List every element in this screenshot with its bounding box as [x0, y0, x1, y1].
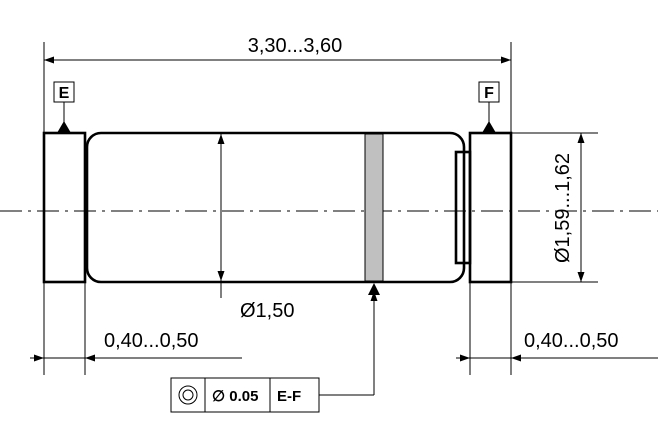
tolerance-leader-arrowhead — [368, 283, 380, 295]
tolerance-frame: ∅ 0.05 E-F — [170, 377, 320, 413]
left-width-label: 0,40...0,50 — [104, 330, 199, 352]
main-diameter-label: Ø1,50 — [240, 300, 294, 322]
end-diameter-label: Ø1,59...1,62 — [552, 153, 574, 263]
right-width-label: 0,40...0,50 — [524, 330, 619, 352]
datum-label-f: F — [484, 85, 494, 102]
datum-triangle-e — [57, 121, 71, 133]
tolerance-reference: E-F — [277, 388, 301, 405]
right-flange — [468, 131, 513, 284]
tolerance-frame-border — [170, 377, 320, 413]
main-body — [85, 131, 466, 284]
concentricity-icon — [178, 385, 198, 405]
tolerance-value: ∅ 0.05 — [212, 388, 258, 405]
datum-triangle-f — [482, 121, 496, 133]
left-flange — [42, 131, 87, 284]
overall-length-label: 3,30...3,60 — [248, 35, 343, 57]
marking-band — [364, 133, 384, 282]
datum-label-e: E — [59, 85, 70, 102]
